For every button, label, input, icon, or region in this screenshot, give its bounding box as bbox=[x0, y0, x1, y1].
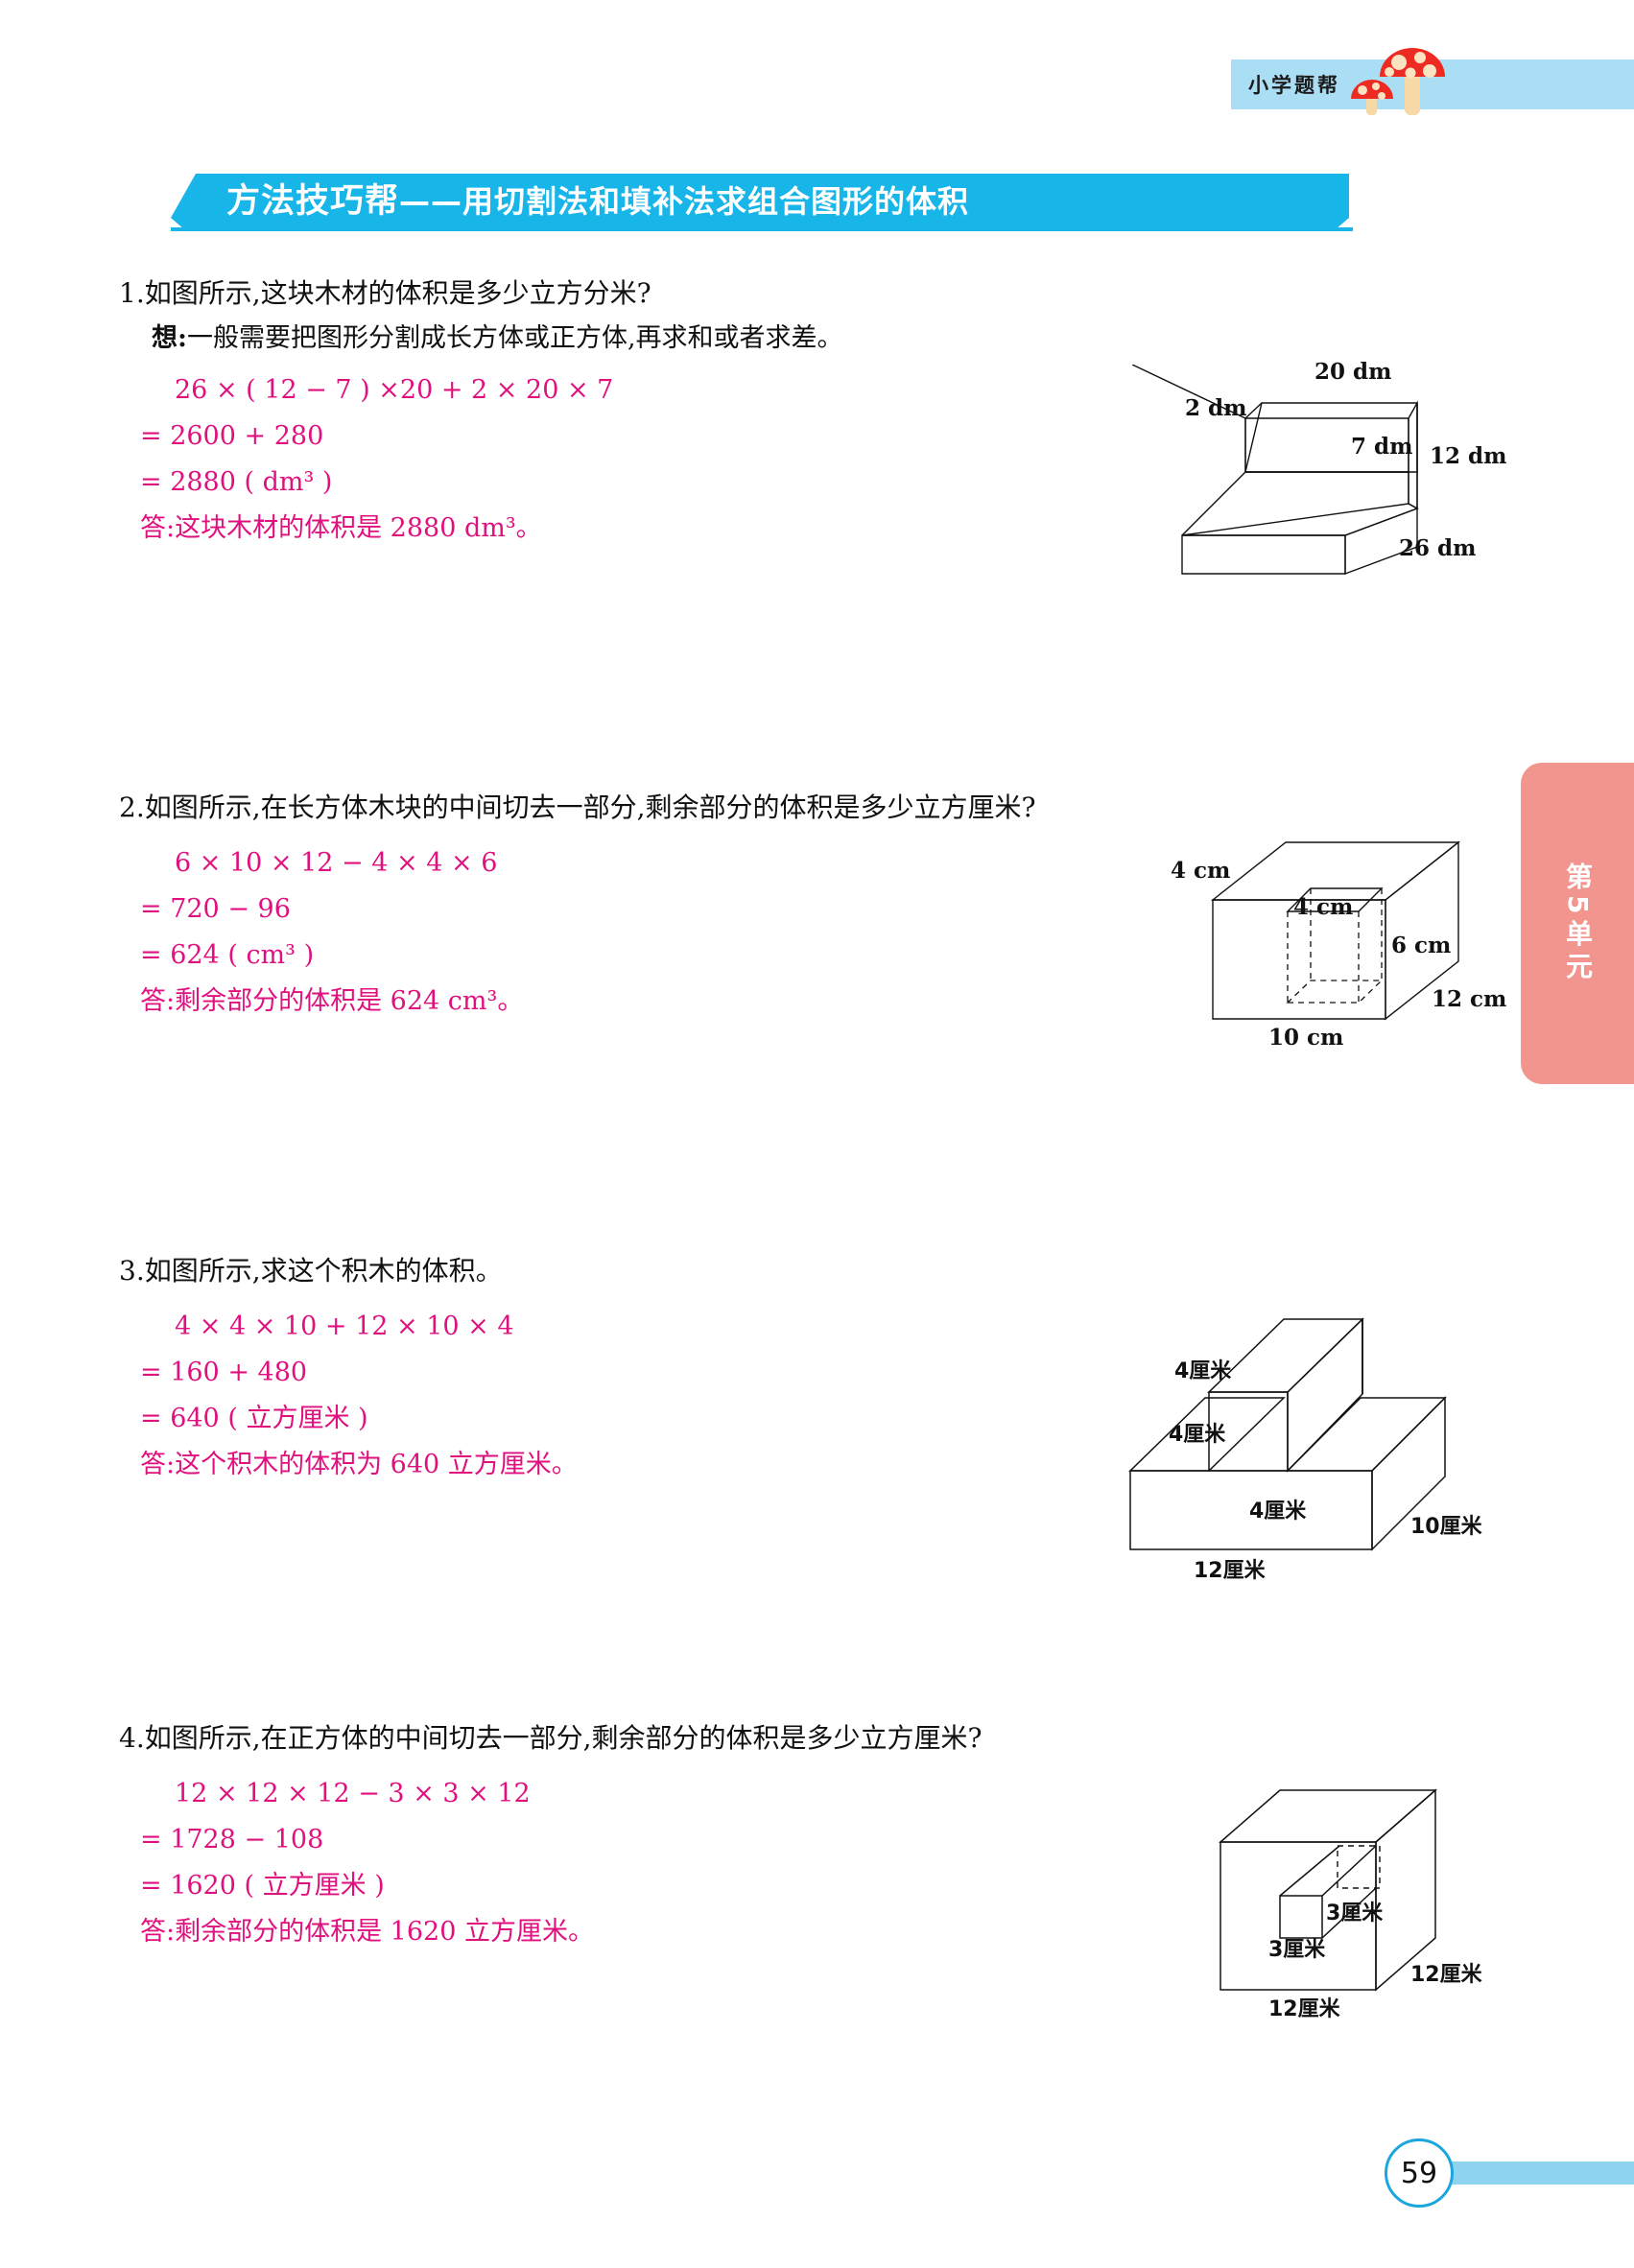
problem-2-answer: 答:剩余部分的体积是 624 cm³。 bbox=[140, 986, 524, 1016]
problem-1-label-2dm: 2 dm bbox=[1185, 395, 1247, 421]
box-with-hole-figure bbox=[1210, 840, 1461, 1021]
problem-2-solution-line-1: 6 × 10 × 12 − 4 × 4 × 6 bbox=[175, 848, 498, 878]
problem-4-question-text: 如图所示,在正方体的中间切去一部分,剩余部分的体积是多少立方厘米? bbox=[144, 1722, 983, 1754]
page-number: 59 bbox=[1385, 2138, 1454, 2208]
problem-1-solution-line-1: 26 × ( 12 − 7 ) ×20 + 2 × 20 × 7 bbox=[175, 375, 614, 405]
problem-1-question: 1.如图所示,这块木材的体积是多少立方分米? bbox=[119, 274, 843, 313]
problem-3-solution-line-2: = 160 + 480 bbox=[140, 1358, 308, 1387]
banner-title-sub: 用切割法和填补法求组合图形的体积 bbox=[462, 183, 970, 220]
problem-3-question: 3.如图所示,求这个积木的体积。 bbox=[119, 1252, 578, 1290]
problem-1-number: 1. bbox=[119, 277, 145, 309]
step-solid-figure bbox=[1131, 364, 1419, 576]
banner-shape bbox=[171, 174, 1349, 229]
problem-2-figure: 4 cm 4 cm 6 cm 12 cm 10 cm bbox=[1171, 825, 1507, 1055]
problem-3-label-4cm-middle: 4厘米 bbox=[1169, 1423, 1226, 1447]
problem-2-label-12cm: 12 cm bbox=[1432, 986, 1507, 1012]
problem-3-solution-line-1: 4 × 4 × 10 + 12 × 10 × 4 bbox=[175, 1311, 514, 1341]
section-title-banner: 方法技巧帮——用切割法和填补法求组合图形的体积 bbox=[171, 174, 1349, 229]
problem-4-solution-line-1: 12 × 12 × 12 − 3 × 3 × 12 bbox=[175, 1779, 531, 1808]
problem-1-label-7dm: 7 dm bbox=[1351, 434, 1413, 460]
problem-4-solution-line-3: = 1620 ( 立方厘米 ) bbox=[140, 1871, 385, 1901]
banner-title-main: 方法技巧帮 bbox=[226, 182, 400, 221]
problem-3-label-4cm-bottom: 4厘米 bbox=[1249, 1500, 1307, 1524]
problem-1-hint: 想:一般需要把图形分割成长方体或正方体,再求和或者求差。 bbox=[152, 319, 843, 358]
problem-1-label-26dm: 26 dm bbox=[1399, 535, 1477, 561]
problem-2-number: 2. bbox=[119, 791, 145, 823]
problem-2-label-10cm: 10 cm bbox=[1268, 1025, 1344, 1051]
problem-3-solution-line-3: = 640 ( 立方厘米 ) bbox=[140, 1404, 368, 1433]
problem-4-label-12cm-right: 12厘米 bbox=[1410, 1963, 1482, 1987]
problem-2-question-text: 如图所示,在长方体木块的中间切去一部分,剩余部分的体积是多少立方厘米? bbox=[144, 791, 1036, 823]
problem-1-hint-label: 想: bbox=[152, 323, 187, 353]
cube-with-square-hole-figure bbox=[1218, 1788, 1438, 1992]
footer-bar bbox=[1425, 2162, 1634, 2185]
problem-4-answer: 答:剩余部分的体积是 1620 立方厘米。 bbox=[140, 1917, 594, 1947]
problem-4-label-3cm-right: 3厘米 bbox=[1326, 1902, 1384, 1925]
problem-3-question-text: 如图所示,求这个积木的体积。 bbox=[144, 1255, 503, 1287]
problem-3-number: 3. bbox=[119, 1255, 145, 1287]
problem-1-figure: 20 dm 2 dm 7 dm 12 dm 26 dm bbox=[1131, 359, 1516, 585]
problem-2-label-4cm-top: 4 cm bbox=[1171, 858, 1231, 884]
problem-4-label-3cm-bottom: 3厘米 bbox=[1268, 1938, 1326, 1962]
unit-side-tab-label: 第5单元 bbox=[1562, 862, 1594, 985]
problem-3-label-10cm: 10厘米 bbox=[1410, 1515, 1482, 1539]
problem-3: 3.如图所示,求这个积木的体积。 4 × 4 × 10 + 12 × 10 × … bbox=[119, 1252, 578, 1488]
mushroom-icon bbox=[1351, 48, 1445, 115]
unit-side-tab: 第5单元 bbox=[1521, 763, 1634, 1084]
problem-2: 2.如图所示,在长方体木块的中间切去一部分,剩余部分的体积是多少立方厘米? 6 … bbox=[119, 789, 1036, 1025]
banner-title: 方法技巧帮——用切割法和填补法求组合图形的体积 bbox=[226, 177, 969, 225]
problem-2-label-6cm: 6 cm bbox=[1391, 933, 1452, 958]
problem-2-label-4cm-inner: 4 cm bbox=[1293, 894, 1354, 920]
banner-underline bbox=[171, 227, 1353, 231]
problem-4-label-12cm-bottom: 12厘米 bbox=[1268, 1997, 1340, 2021]
problem-2-solution-line-3: = 624 ( cm³ ) bbox=[140, 940, 315, 970]
banner-title-dash: —— bbox=[399, 183, 463, 220]
problem-3-label-12cm: 12厘米 bbox=[1194, 1559, 1266, 1583]
problem-4-figure: 3厘米 3厘米 12厘米 12厘米 bbox=[1180, 1773, 1516, 2032]
problem-4-question: 4.如图所示,在正方体的中间切去一部分,剩余部分的体积是多少立方厘米? bbox=[119, 1719, 983, 1758]
problem-1: 1.如图所示,这块木材的体积是多少立方分米? 想:一般需要把图形分割成长方体或正… bbox=[119, 274, 843, 552]
problem-2-solution-line-2: = 720 − 96 bbox=[140, 894, 291, 924]
problem-1-answer: 答:这块木材的体积是 2880 dm³。 bbox=[140, 513, 542, 543]
problem-1-label-12dm: 12 dm bbox=[1430, 443, 1507, 469]
problem-1-solution-line-3: = 2880 ( dm³ ) bbox=[140, 467, 333, 497]
problem-3-figure: 4厘米 4厘米 4厘米 10厘米 12厘米 bbox=[1103, 1281, 1506, 1583]
problem-4-number: 4. bbox=[119, 1722, 145, 1754]
problem-3-answer: 答:这个积木的体积为 640 立方厘米。 bbox=[140, 1450, 578, 1479]
problem-1-question-text: 如图所示,这块木材的体积是多少立方分米? bbox=[144, 277, 651, 309]
problem-4: 4.如图所示,在正方体的中间切去一部分,剩余部分的体积是多少立方厘米? 12 ×… bbox=[119, 1719, 983, 1955]
problem-2-question: 2.如图所示,在长方体木块的中间切去一部分,剩余部分的体积是多少立方厘米? bbox=[119, 789, 1036, 827]
problem-1-label-20dm: 20 dm bbox=[1314, 359, 1392, 385]
problem-1-solution-line-2: = 2600 + 280 bbox=[140, 421, 324, 451]
staircase-block-figure bbox=[1128, 1317, 1447, 1551]
problem-3-label-4cm-top: 4厘米 bbox=[1174, 1359, 1232, 1383]
brand-title: 小学题帮 bbox=[1248, 74, 1340, 97]
problem-1-hint-text: 一般需要把图形分割成长方体或正方体,再求和或者求差。 bbox=[186, 323, 843, 353]
problem-4-solution-line-2: = 1728 − 108 bbox=[140, 1825, 324, 1855]
